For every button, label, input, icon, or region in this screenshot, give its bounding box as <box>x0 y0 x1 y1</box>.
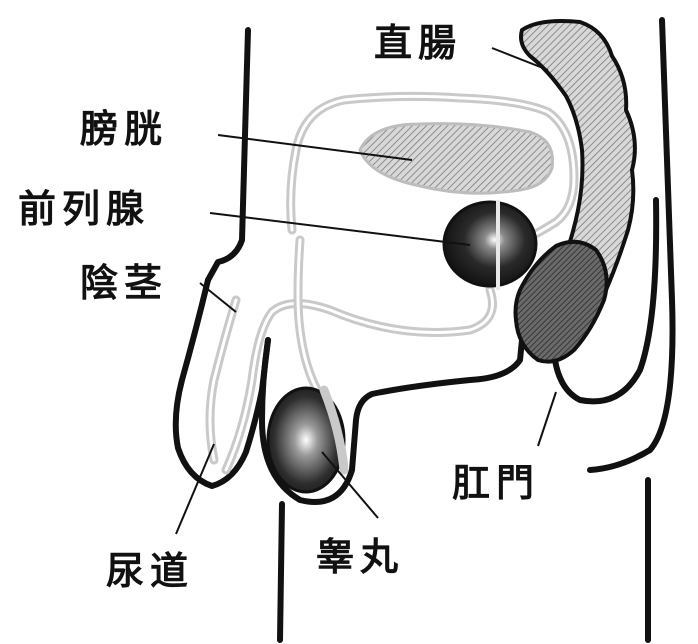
prostate-urethra-highlight <box>496 200 500 290</box>
penis-label: 陰茎 <box>80 260 168 305</box>
rectum-label: 直腸 <box>374 20 462 65</box>
bladder-label: 膀胱 <box>80 106 168 151</box>
body-outline-left <box>208 30 248 280</box>
anus-leader <box>538 392 556 446</box>
prostate-label: 前列腺 <box>18 186 150 231</box>
testis-label: 睾丸 <box>316 534 404 579</box>
bladder-shape <box>360 124 553 194</box>
prostate-leader <box>210 213 470 245</box>
urethra-label: 尿道 <box>106 548 194 593</box>
anus-label: 肛門 <box>452 460 540 505</box>
leg-outline <box>280 504 282 640</box>
